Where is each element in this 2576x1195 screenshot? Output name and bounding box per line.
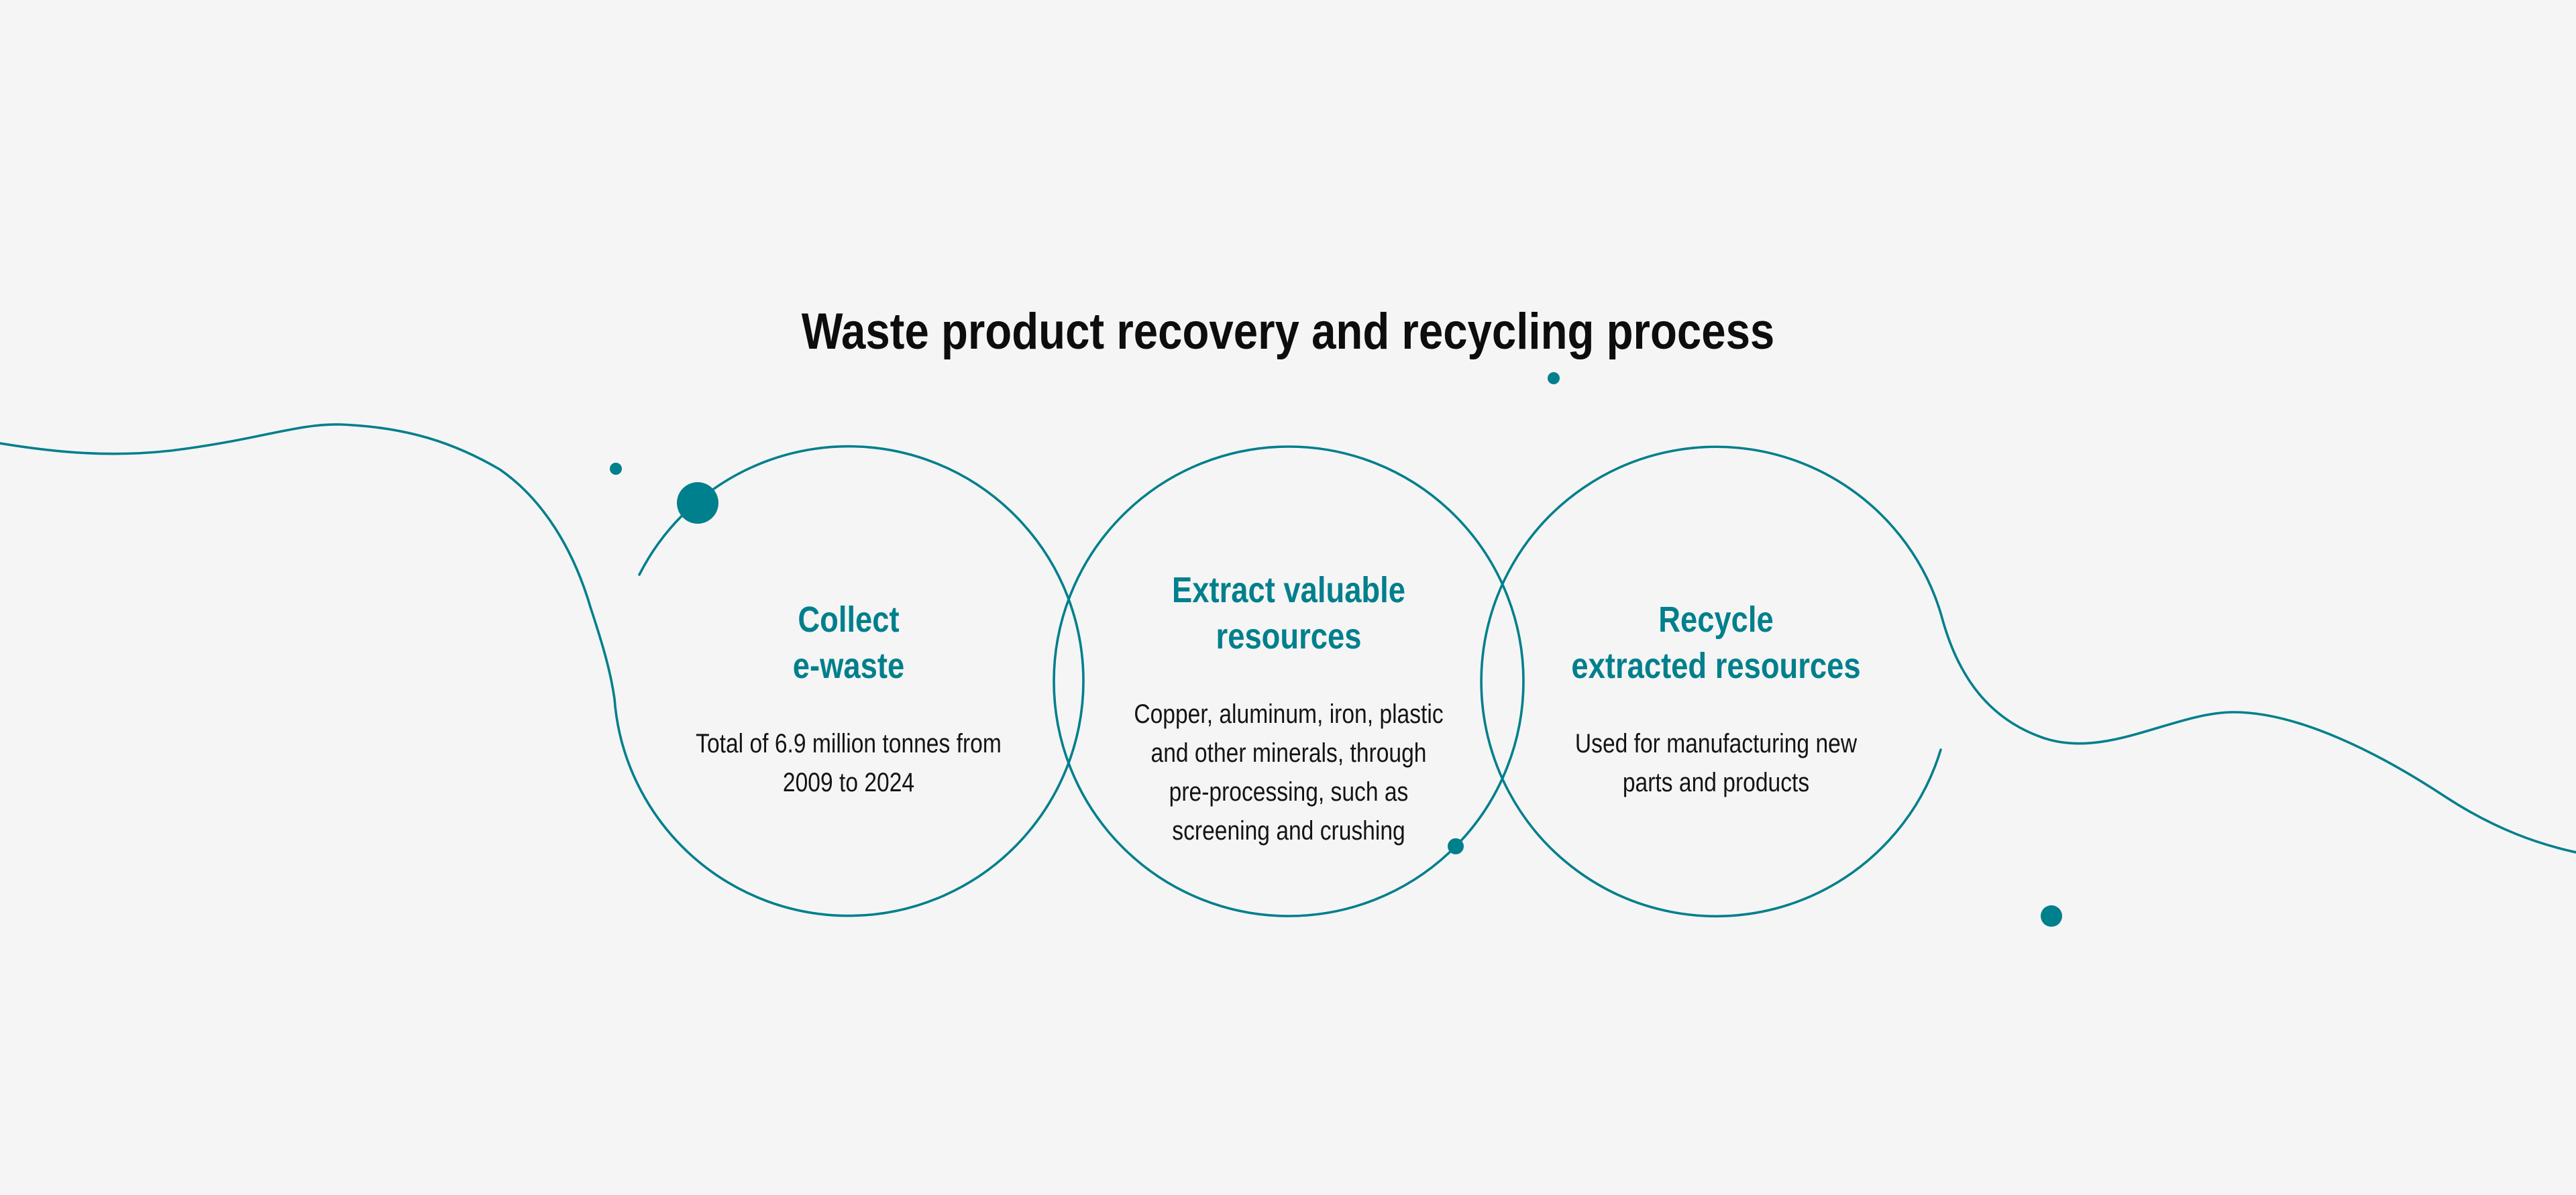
- step-2-description-line-3: pre-processing, such as: [1169, 777, 1409, 807]
- step-2-description-line-1: Copper, aluminum, iron, plastic: [1134, 699, 1444, 729]
- step-3-description-line-1: Used for manufacturing new: [1574, 729, 1858, 758]
- step-extract-valuable-resources: Extract valuable resources Copper, alumi…: [1063, 567, 1514, 850]
- dot-medium-on-circle-2: [1448, 838, 1464, 854]
- step-3-heading-line-1: Recycle: [1658, 600, 1774, 640]
- step-1-heading: Collect e-waste: [623, 597, 1074, 689]
- step-1-description-line-1: Total of 6.9 million tonnes from: [696, 729, 1002, 758]
- step-2-heading-line-2: resources: [1216, 616, 1362, 657]
- step-3-description-line-2: parts and products: [1622, 768, 1810, 797]
- step-collect-e-waste: Collect e-waste Total of 6.9 million ton…: [623, 597, 1074, 802]
- dot-large-on-circle-1: [677, 482, 718, 524]
- step-2-description-line-4: screening and crushing: [1172, 816, 1405, 846]
- step-2-description-line-2: and other minerals, through: [1150, 738, 1427, 768]
- step-1-description: Total of 6.9 million tonnes from 2009 to…: [623, 724, 1074, 802]
- circle-2-outline: [1053, 445, 1525, 917]
- dot-medium-bottom-right: [2041, 905, 2062, 927]
- step-2-description: Copper, aluminum, iron, plastic and othe…: [1063, 695, 1514, 850]
- step-3-heading: Recycle extracted resources: [1491, 597, 1941, 689]
- step-1-heading-line-2: e-waste: [792, 646, 905, 686]
- circle-3-and-flow-line-exit: [1480, 445, 2576, 918]
- dot-small-top-middle: [1548, 372, 1560, 384]
- step-2-heading: Extract valuable resources: [1063, 567, 1514, 660]
- step-3-heading-line-2: extracted resources: [1571, 646, 1861, 686]
- step-1-heading-line-1: Collect: [798, 600, 900, 640]
- step-2-heading-line-1: Extract valuable: [1172, 570, 1405, 610]
- dot-small-upper-left: [610, 463, 622, 475]
- step-1-description-line-2: 2009 to 2024: [782, 768, 915, 797]
- flow-line-entry-and-circle-1: [0, 423, 1085, 917]
- page-title: Waste product recovery and recycling pro…: [801, 302, 1775, 360]
- step-3-description: Used for manufacturing new parts and pro…: [1491, 724, 1941, 802]
- step-recycle-extracted-resources: Recycle extracted resources Used for man…: [1491, 597, 1941, 802]
